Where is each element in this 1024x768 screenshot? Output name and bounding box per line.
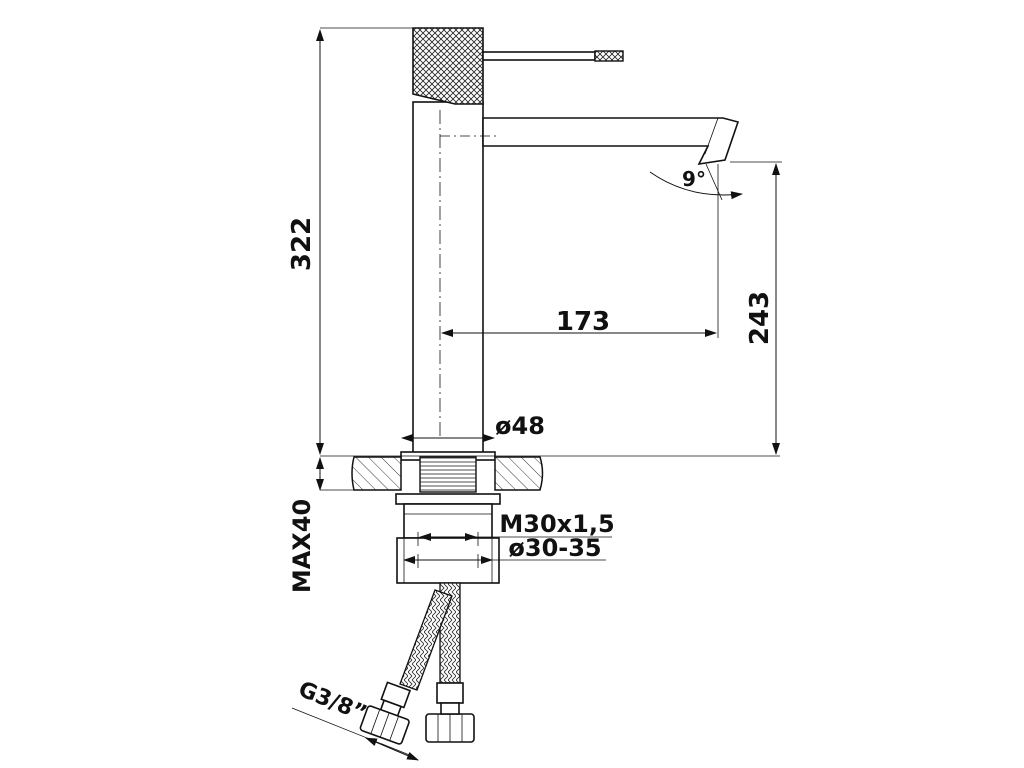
dim-243-label: 243 — [745, 291, 775, 345]
dimension-body-diameter: ø48 — [401, 412, 545, 442]
faucet-body — [400, 27, 740, 461]
dimension-spout-reach: 173 — [441, 164, 719, 338]
knurled-handle — [412, 27, 484, 105]
dim-322-label: 322 — [287, 217, 317, 271]
dim-angle-label: 9° — [682, 167, 706, 191]
column — [412, 101, 484, 455]
dimension-hole: ø30-35 — [403, 534, 606, 564]
dim-hole-label: ø30-35 — [508, 534, 601, 562]
dim-diameter48-label: ø48 — [495, 412, 545, 440]
threaded-stem — [419, 456, 477, 493]
hoses — [359, 582, 475, 745]
dim-173-label: 173 — [556, 307, 610, 337]
hose-left — [399, 589, 453, 691]
mounting-assembly — [395, 493, 501, 584]
dimension-spout-angle: 9° — [649, 163, 743, 201]
washer — [395, 493, 501, 505]
spout — [482, 117, 740, 166]
lever-tip — [594, 50, 624, 62]
dim-thread-label: M30x1,5 — [499, 510, 614, 538]
dim-g38-label: G3/8” — [295, 677, 370, 727]
dimension-thread: M30x1,5 — [419, 510, 615, 541]
dimension-max-thickness: MAX40 — [288, 457, 354, 593]
dim-max40-label: MAX40 — [288, 499, 316, 593]
dimension-height-total: 322 — [287, 27, 413, 455]
dimension-spout-height: 243 — [730, 161, 782, 455]
fixing-sleeve — [403, 503, 493, 539]
countertop-section — [351, 456, 544, 493]
lever — [482, 51, 596, 61]
